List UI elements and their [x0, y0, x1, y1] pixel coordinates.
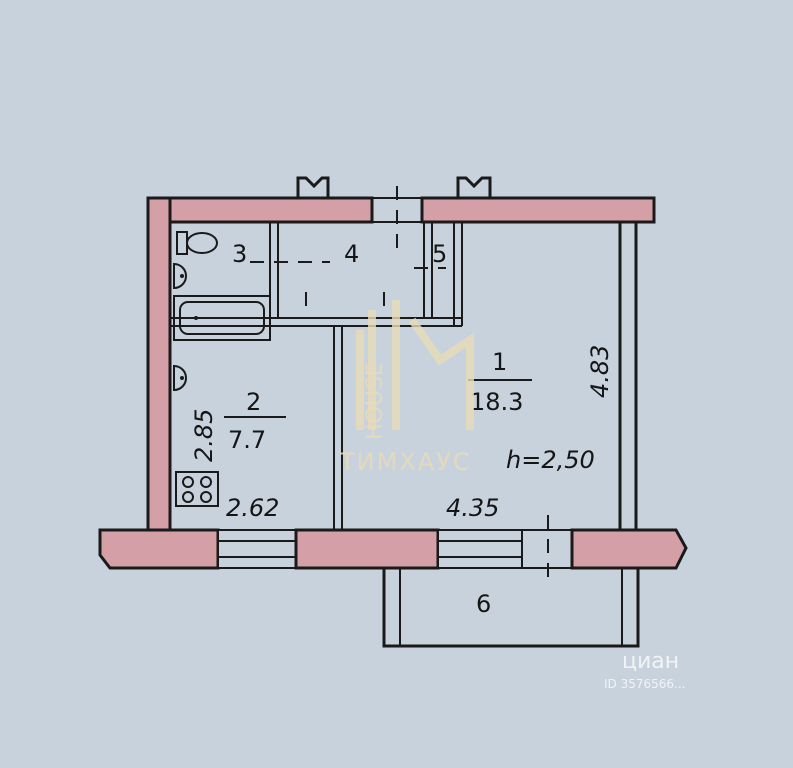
room4-number: 4	[344, 240, 359, 268]
dim-kitchen-height: 2.85	[190, 409, 218, 462]
stove-icon	[175, 471, 219, 507]
room6-number: 6	[476, 590, 491, 618]
room3-number: 3	[232, 240, 247, 268]
vent-left	[296, 176, 330, 198]
watermark-logo: HOUSE ТИМХАУС	[339, 300, 474, 476]
dim-room-width: 4.35	[446, 494, 499, 522]
wall-bottom-middle	[294, 528, 440, 570]
dim-ceiling-height: h=2,50	[506, 446, 595, 474]
window-kitchen	[217, 529, 297, 569]
dim-kitchen-width: 2.62	[226, 494, 279, 522]
watermark-house: HOUSE	[363, 362, 388, 440]
room5-number: 5	[432, 240, 447, 268]
balcony-inner	[399, 568, 623, 646]
room2-area: 7.7	[228, 426, 266, 454]
wc-wall	[269, 222, 279, 318]
balcony-outline	[382, 568, 640, 648]
cian-logo: циан	[622, 649, 679, 674]
kitchen-sink-icon	[173, 364, 187, 392]
sink-icon	[173, 262, 187, 290]
wall-bottom-left	[98, 528, 220, 570]
toilet-icon	[176, 231, 218, 255]
wall-top-right	[420, 196, 656, 224]
wall-top-left	[148, 196, 374, 224]
bath-partition	[170, 317, 278, 327]
wall-left	[146, 196, 172, 532]
closet-wall	[423, 222, 463, 326]
bathtub-icon	[173, 295, 271, 341]
room1-area: 18.3	[470, 388, 523, 416]
room1-number: 1	[492, 348, 507, 376]
room2-number: 2	[246, 388, 261, 416]
vent-right	[456, 176, 492, 198]
wall-bottom-right	[570, 528, 688, 570]
cian-watermark: циан ID 3576566...	[604, 649, 685, 691]
window-room	[437, 529, 523, 569]
dim-room-depth: 4.83	[586, 345, 614, 398]
kitchen-partition	[333, 326, 343, 530]
watermark-brand: ТИМХАУС	[339, 448, 472, 476]
cian-id: ID 3576566...	[604, 677, 685, 691]
